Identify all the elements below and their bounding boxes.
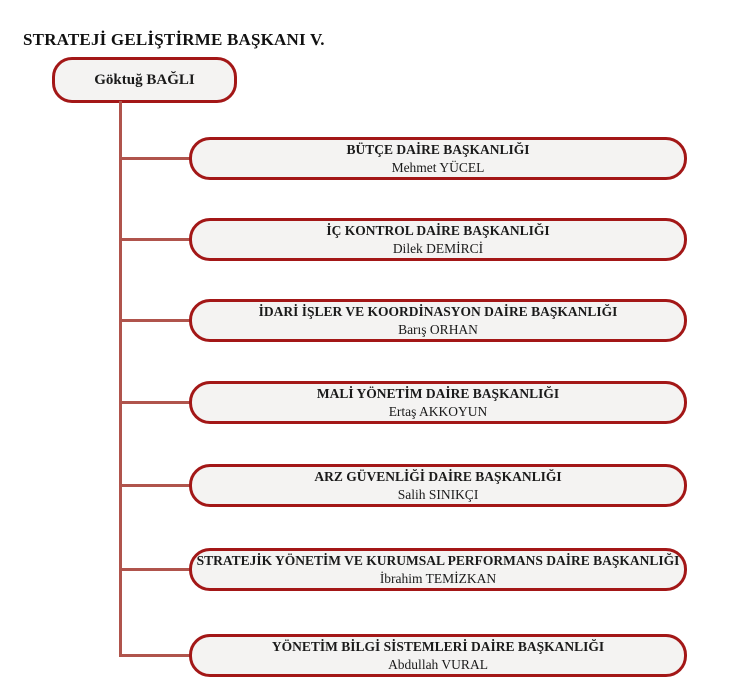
department-node: İDARİ İŞLER VE KOORDİNASYON DAİRE BAŞKAN… — [189, 299, 687, 342]
department-title: MALİ YÖNETİM DAİRE BAŞKANLIĞI — [316, 386, 560, 401]
department-head-name: Abdullah VURAL — [388, 657, 488, 672]
department-head-name: Salih SINIKÇI — [397, 487, 479, 502]
connector-branch — [119, 654, 190, 657]
connector-branch — [119, 568, 190, 571]
department-title: İÇ KONTROL DAİRE BAŞKANLIĞI — [326, 223, 550, 238]
department-node: STRATEJİK YÖNETİM VE KURUMSAL PERFORMANS… — [189, 548, 687, 591]
department-head-name: Ertaş AKKOYUN — [388, 404, 488, 419]
department-node: BÜTÇE DAİRE BAŞKANLIĞI Mehmet YÜCEL — [189, 137, 687, 180]
department-head-name: Barış ORHAN — [398, 322, 478, 337]
connector-branch — [119, 238, 190, 241]
department-node: YÖNETİM BİLGİ SİSTEMLERİ DAİRE BAŞKANLIĞ… — [189, 634, 687, 677]
department-title: ARZ GÜVENLİĞİ DAİRE BAŞKANLIĞI — [314, 469, 562, 484]
manager-box: Göktuğ BAĞLI — [52, 57, 237, 103]
department-head-name: İbrahim TEMİZKAN — [379, 571, 497, 586]
department-node: ARZ GÜVENLİĞİ DAİRE BAŞKANLIĞI Salih SIN… — [189, 464, 687, 507]
department-head-name: Dilek DEMİRCİ — [392, 241, 484, 256]
department-node: İÇ KONTROL DAİRE BAŞKANLIĞI Dilek DEMİRC… — [189, 218, 687, 261]
connector-branch — [119, 319, 190, 322]
department-title: STRATEJİK YÖNETİM VE KURUMSAL PERFORMANS… — [196, 553, 680, 568]
department-title: İDARİ İŞLER VE KOORDİNASYON DAİRE BAŞKAN… — [258, 304, 618, 319]
department-title: YÖNETİM BİLGİ SİSTEMLERİ DAİRE BAŞKANLIĞ… — [271, 639, 605, 654]
department-title: BÜTÇE DAİRE BAŞKANLIĞI — [346, 142, 530, 157]
department-node: MALİ YÖNETİM DAİRE BAŞKANLIĞI Ertaş AKKO… — [189, 381, 687, 424]
connector-branch — [119, 401, 190, 404]
department-head-name: Mehmet YÜCEL — [391, 160, 485, 175]
page-title: STRATEJİ GELİŞTİRME BAŞKANI V. — [23, 30, 325, 49]
connector-vertical-line — [119, 101, 122, 657]
connector-branch — [119, 484, 190, 487]
manager-name: Göktuğ BAĞLI — [94, 71, 195, 88]
connector-branch — [119, 157, 190, 160]
